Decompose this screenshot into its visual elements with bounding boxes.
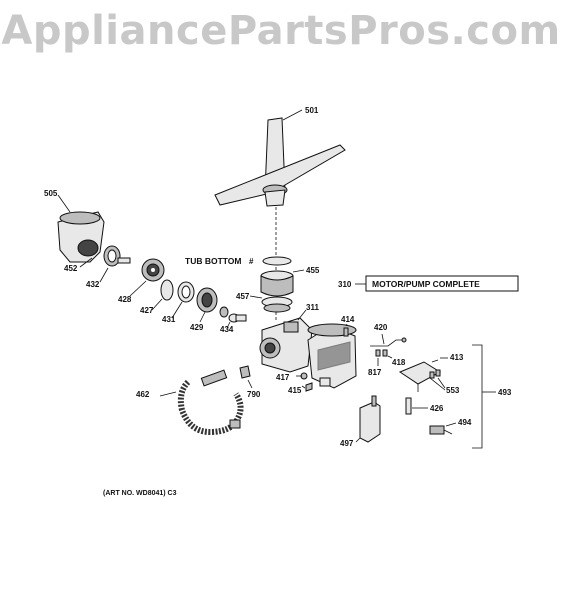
label-414: 414: [341, 315, 355, 324]
label-417: 417: [276, 373, 290, 382]
label-505: 505: [44, 189, 58, 198]
label-462: 462: [136, 390, 150, 399]
bracket-553: [398, 361, 441, 392]
clip-415: [305, 382, 313, 392]
label-420: 420: [374, 323, 388, 332]
fitting-434: [219, 306, 247, 323]
label-501: 501: [305, 106, 319, 115]
label-497: 497: [340, 439, 354, 448]
art-number: (ART NO. WD8041) C3: [103, 490, 177, 497]
screw-817: [375, 349, 381, 357]
label-452: 452: [64, 264, 78, 273]
label-427: 427: [140, 306, 154, 315]
motor-pump-box: [365, 275, 519, 292]
label-415: 415: [288, 386, 302, 395]
pump-311: [259, 317, 313, 373]
housing-505: [57, 211, 105, 263]
part-790: [239, 365, 251, 379]
hose-462: [177, 369, 244, 436]
label-455: 455: [306, 266, 320, 275]
label-493: 493: [498, 388, 512, 397]
label-817: 817: [368, 368, 382, 377]
label-431: 431: [162, 315, 176, 324]
ring-455: [260, 256, 294, 297]
label-tub-bottom: TUB BOTTOM: [185, 256, 242, 266]
label-motor-pump-complete: MOTOR/PUMP COMPLETE: [372, 279, 480, 289]
ring-431: [177, 281, 195, 303]
label-418: 418: [392, 358, 406, 367]
impeller-428: [141, 258, 165, 282]
wire-420: [370, 337, 407, 347]
spray-arm-501: [214, 117, 346, 207]
label-310: 310: [338, 280, 352, 289]
part-426: [405, 397, 412, 415]
label-428: 428: [118, 295, 132, 304]
label-432: 432: [86, 280, 100, 289]
clamp-432: [103, 245, 131, 267]
motor: [307, 323, 357, 389]
label-426: 426: [430, 404, 444, 413]
screw-414: [343, 327, 349, 337]
label-457: 457: [236, 292, 250, 301]
watermark: AppliancePartsPros.com: [1, 8, 561, 54]
label-494: 494: [458, 418, 472, 427]
label-413: 413: [450, 353, 464, 362]
label-434: 434: [220, 325, 234, 334]
housing-429: [196, 287, 218, 313]
tub-bottom-mark: #: [249, 257, 254, 266]
bracket-497: [359, 395, 381, 443]
label-429: 429: [190, 323, 204, 332]
label-311: 311: [306, 303, 319, 312]
label-790: 790: [247, 390, 261, 399]
plate-427: [160, 279, 174, 301]
label-553: 553: [446, 386, 460, 395]
group-bracket-493: [472, 344, 483, 449]
clamp-457: [261, 296, 293, 313]
terminal-494: [429, 425, 453, 435]
screw-418: [382, 349, 388, 357]
